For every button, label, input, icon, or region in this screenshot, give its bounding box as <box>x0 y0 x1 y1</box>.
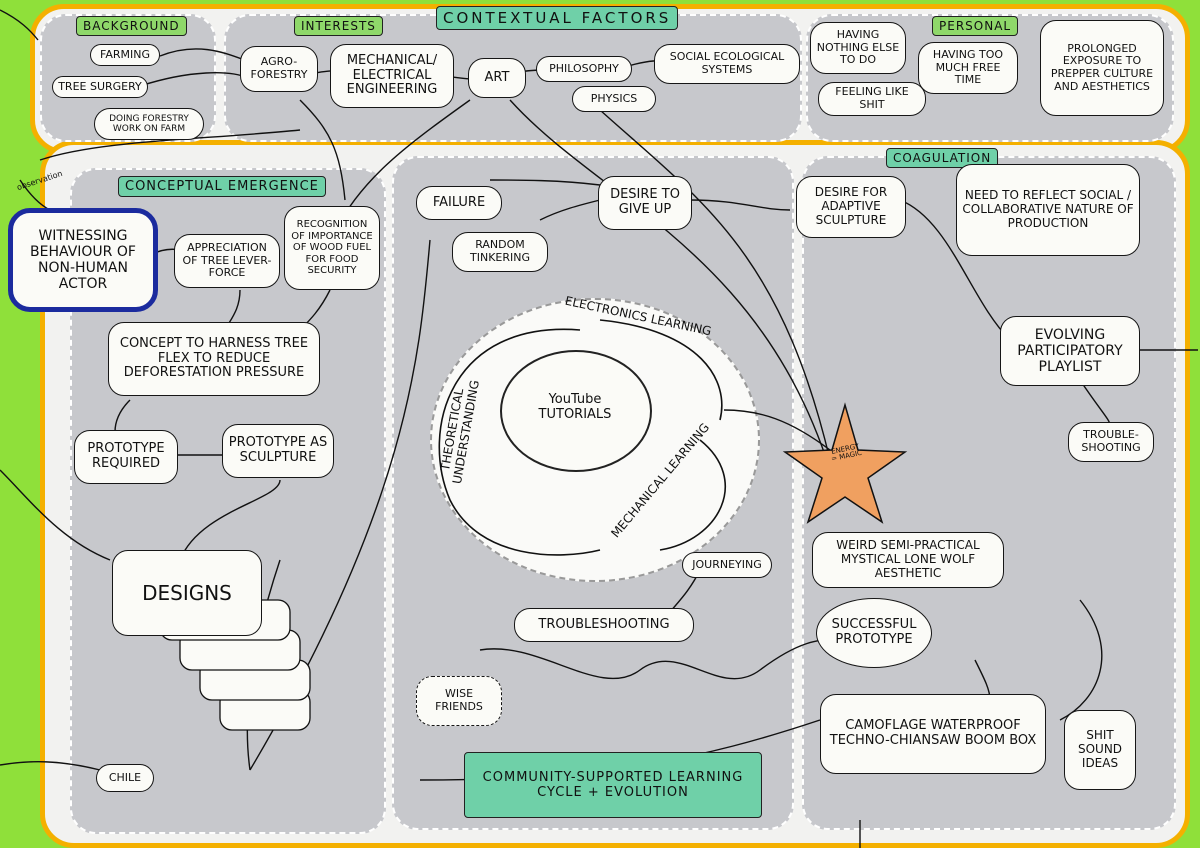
prototype-sculpture-node: PROTOTYPE AS SCULPTURE <box>222 424 334 478</box>
philosophy-node: PHILOSOPHY <box>536 56 632 82</box>
energy-star <box>782 402 908 524</box>
conceptual-emergence-tag: CONCEPTUAL EMERGENCE <box>118 176 326 197</box>
interests-tag: INTERESTS <box>294 16 383 36</box>
designs-node: DESIGNS <box>112 550 262 636</box>
prototype-required-node: PROTOTYPE REQUIRED <box>74 430 178 484</box>
social-ecological-node: SOCIAL ECOLOGICAL SYSTEMS <box>654 44 800 84</box>
successful-prototype-node: SUCCESSFUL PROTOTYPE <box>816 598 932 668</box>
youtube-inner-ring <box>500 350 652 472</box>
community-learning-tag: COMMUNITY-SUPPORTED LEARNING CYCLE + EVO… <box>464 752 762 818</box>
forestry-work-node: DOING FORESTRY WORK ON FARM <box>94 108 204 140</box>
wise-friends-node: WISE FRIENDS <box>416 676 502 726</box>
shit-ideas-node: SHIT SOUND IDEAS <box>1064 710 1136 790</box>
art-node: ART <box>468 58 526 98</box>
desire-give-up-node: DESIRE TO GIVE UP <box>598 176 692 230</box>
engineering-node: MECHANICAL/ ELECTRICAL ENGINEERING <box>330 44 454 108</box>
boombox-node: CAMOFLAGE WATERPROOF TECHNO-CHIANSAW BOO… <box>820 694 1046 774</box>
recognition-node: RECOGNITION OF IMPORTANCE OF WOOD FUEL F… <box>284 206 380 290</box>
chile-node: CHILE <box>96 764 154 792</box>
appreciation-node: APPRECIATION OF TREE LEVER-FORCE <box>174 234 280 288</box>
contextual-factors-tag: CONTEXTUAL FACTORS <box>436 6 679 30</box>
agro-forestry-node: AGRO-FORESTRY <box>240 46 318 92</box>
concept-node: CONCEPT TO HARNESS TREE FLEX TO REDUCE D… <box>108 322 320 396</box>
youtube-tutorials-label: YouTube TUTORIALS <box>538 392 612 422</box>
random-tinkering-node: RANDOM TINKERING <box>452 232 548 272</box>
personal-tag: PERSONAL <box>932 16 1019 36</box>
witnessing-node: WITNESSING BEHAVIOUR OF NON-HUMAN ACTOR <box>8 208 158 312</box>
coagulation-tag: COAGULATION <box>886 148 999 168</box>
nothing-else-node: HAVING NOTHING ELSE TO DO <box>810 22 906 74</box>
failure-node: FAILURE <box>416 186 502 220</box>
farming-node: FARMING <box>90 44 160 66</box>
troubleshooting-node: TROUBLESHOOTING <box>514 608 694 642</box>
lone-wolf-node: WEIRD SEMI-PRACTICAL MYSTICAL LONE WOLF … <box>812 532 1004 588</box>
background-tag: BACKGROUND <box>76 16 187 36</box>
free-time-node: HAVING TOO MUCH FREE TIME <box>918 42 1018 94</box>
prepper-node: PROLONGED EXPOSURE TO PREPPER CULTURE AN… <box>1040 20 1164 116</box>
journeying-node: JOURNEYING <box>682 552 772 578</box>
reflect-node: NEED TO REFLECT SOCIAL / COLLABORATIVE N… <box>956 164 1140 256</box>
adaptive-sculpture-node: DESIRE FOR ADAPTIVE SCULPTURE <box>796 176 906 238</box>
tree-surgery-node: TREE SURGERY <box>52 76 148 98</box>
physics-node: PHYSICS <box>572 86 656 112</box>
playlist-node: EVOLVING PARTICIPATORY PLAYLIST <box>1000 316 1140 386</box>
coag-troubleshooting-node: TROUBLE-SHOOTING <box>1068 422 1154 462</box>
feeling-node: FEELING LIKE SHIT <box>818 82 926 116</box>
